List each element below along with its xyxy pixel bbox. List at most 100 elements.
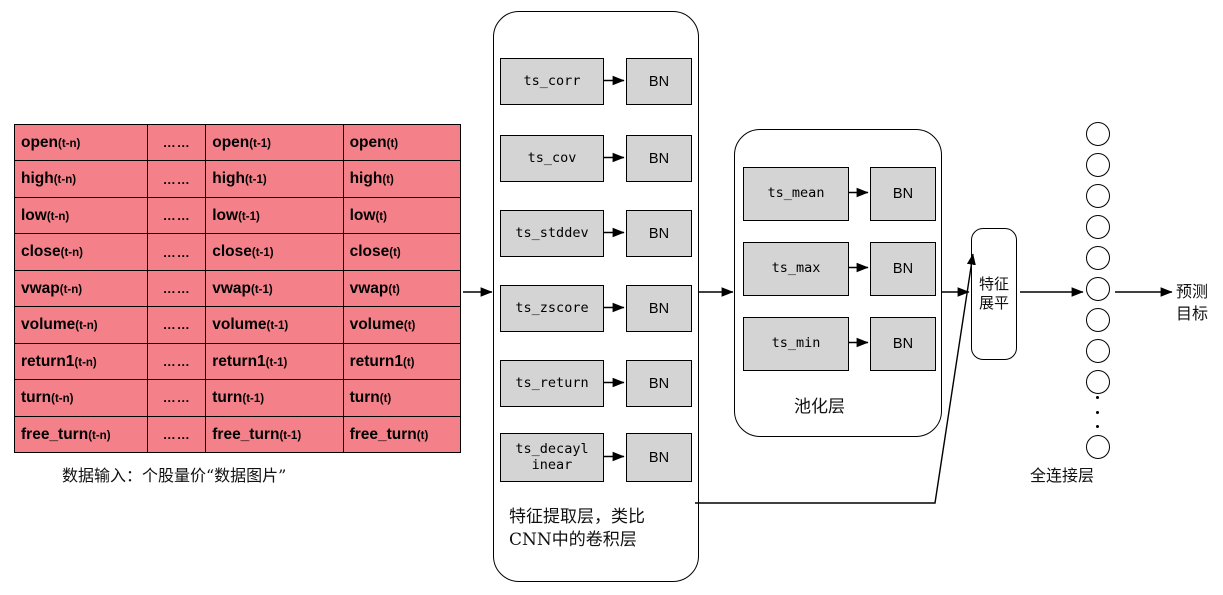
bn-box-ts-min[interactable]: BN [870, 317, 936, 371]
time-index-suffix: (t-1) [279, 429, 302, 442]
cell-current-high: high(t) [342, 160, 462, 198]
cell-ellipsis: …… [147, 342, 207, 381]
op-box-ts-stddev[interactable]: ts_stddev [500, 210, 604, 257]
time-index-suffix: (t-n) [60, 247, 83, 260]
cell-oldest-vwap: vwap(t-n) [13, 269, 149, 308]
op-box-ts-corr[interactable]: ts_corr [500, 58, 604, 105]
time-index-suffix: (t-n) [74, 356, 97, 369]
time-index-suffix: (t) [379, 393, 392, 406]
cell-oldest-return1: return1(t-n) [13, 342, 149, 381]
cell-prev-high: high(t-1) [205, 160, 344, 198]
time-index-suffix: (t) [403, 320, 416, 333]
time-index-suffix: (t) [403, 356, 415, 369]
data-input-caption: 数据输入：个股量价“数据图片” [62, 466, 287, 485]
bn-box-ts-corr[interactable]: BN [626, 58, 692, 105]
fc-neuron [1086, 277, 1110, 301]
bn-box-ts-mean[interactable]: BN [870, 167, 936, 221]
feature-layer-caption: 特征提取层，类比 CNN中的卷积层 [509, 506, 645, 552]
fc-neuron [1086, 153, 1110, 177]
cell-prev-free_turn: free_turn(t-1) [205, 415, 344, 453]
cell-ellipsis: …… [147, 415, 207, 453]
cell-ellipsis: …… [147, 379, 207, 417]
bn-box-ts-cov[interactable]: BN [626, 135, 692, 182]
op-box-ts-mean[interactable]: ts_mean [743, 167, 849, 221]
op-box-ts-cov[interactable]: ts_cov [500, 135, 604, 182]
time-index-suffix: (t) [416, 429, 429, 442]
time-index-suffix: (t-1) [251, 283, 273, 296]
cell-current-turn: turn(t) [342, 379, 462, 417]
bn-box-ts-return[interactable]: BN [626, 360, 692, 407]
fc-vertical-ellipsis-icon [1086, 396, 1108, 428]
bn-box-ts-zscore[interactable]: BN [626, 285, 692, 332]
cell-current-volume: volume(t) [342, 306, 462, 344]
fc-layer-caption: 全连接层 [1030, 466, 1095, 485]
data-input-table: open(t-n)……open(t-1)open(t)high(t-n)……hi… [13, 123, 462, 453]
time-index-suffix: (t-1) [249, 137, 271, 150]
flatten-label-line2: 展平 [978, 294, 1009, 312]
time-index-suffix: (t-n) [59, 283, 83, 296]
cell-oldest-low: low(t-n) [13, 196, 149, 235]
table-row: high(t-n)……high(t-1)high(t) [13, 160, 462, 198]
prediction-target-line1: 预测 [1176, 282, 1209, 301]
fc-neuron [1086, 339, 1110, 363]
prediction-target-label: 预测 目标 [1176, 281, 1208, 324]
op-box-ts-min[interactable]: ts_min [743, 317, 849, 371]
cell-ellipsis: …… [147, 123, 207, 162]
time-index-suffix: (t) [382, 174, 394, 187]
time-index-suffix: (t-n) [51, 393, 74, 406]
op-box-ts-max[interactable]: ts_max [743, 242, 849, 296]
flatten-box[interactable]: 特征 展平 [971, 228, 1017, 360]
table-row: volume(t-n)……volume(t-1)volume(t) [13, 306, 462, 344]
cell-current-close: close(t) [342, 233, 462, 271]
time-index-suffix: (t) [386, 137, 399, 150]
cell-prev-close: close(t-1) [205, 233, 344, 271]
op-box-ts-return[interactable]: ts_return [500, 360, 604, 407]
bn-box-ts-max[interactable]: BN [870, 242, 936, 296]
cell-prev-low: low(t-1) [205, 196, 344, 235]
cell-oldest-open: open(t-n) [13, 123, 149, 162]
cell-current-free_turn: free_turn(t) [342, 415, 462, 453]
time-index-suffix: (t-n) [58, 137, 81, 150]
bn-box-ts-stddev[interactable]: BN [626, 210, 692, 257]
table-row: turn(t-n)……turn(t-1)turn(t) [13, 379, 462, 417]
cell-prev-open: open(t-1) [205, 123, 344, 162]
time-index-suffix: (t-1) [251, 247, 274, 260]
cell-current-return1: return1(t) [342, 342, 462, 381]
time-index-suffix: (t-n) [88, 429, 111, 442]
feature-layer-caption-line2: CNN中的卷积层 [509, 529, 637, 550]
cell-oldest-close: close(t-n) [13, 233, 149, 271]
table-row: close(t-n)……close(t-1)close(t) [13, 233, 462, 271]
cell-oldest-high: high(t-n) [13, 160, 149, 198]
time-index-suffix: (t-1) [265, 356, 288, 369]
table-row: return1(t-n)……return1(t-1)return1(t) [13, 342, 462, 381]
fc-neuron [1086, 308, 1110, 332]
time-index-suffix: (t-n) [46, 210, 70, 223]
time-index-suffix: (t-1) [266, 320, 289, 333]
fc-neuron [1086, 246, 1110, 270]
table-row: vwap(t-n)……vwap(t-1)vwap(t) [13, 269, 462, 308]
table-row: open(t-n)……open(t-1)open(t) [13, 123, 462, 162]
cell-ellipsis: …… [147, 160, 207, 198]
time-index-suffix: (t-n) [53, 174, 77, 187]
fc-neuron [1086, 370, 1110, 394]
flatten-label-line1: 特征 [978, 275, 1009, 294]
table-row: low(t-n)……low(t-1)low(t) [13, 196, 462, 235]
cell-ellipsis: …… [147, 233, 207, 271]
op-box-ts-zscore[interactable]: ts_zscore [500, 285, 604, 332]
feature-layer-caption-line1: 特征提取层，类比 [509, 507, 645, 527]
op-box-ts-decaylinear[interactable]: ts_decayl inear [500, 433, 604, 482]
time-index-suffix: (t) [389, 247, 401, 260]
bn-box-ts-decaylinear[interactable]: BN [626, 433, 692, 482]
table-row: free_turn(t-n)……free_turn(t-1)free_turn(… [13, 415, 462, 453]
cell-oldest-volume: volume(t-n) [13, 306, 149, 344]
cell-prev-return1: return1(t-1) [205, 342, 344, 381]
cell-oldest-turn: turn(t-n) [13, 379, 149, 417]
cell-current-vwap: vwap(t) [342, 269, 462, 308]
cell-oldest-free_turn: free_turn(t-n) [13, 415, 149, 453]
fc-neuron-tail [1086, 435, 1110, 459]
cell-ellipsis: …… [147, 196, 207, 235]
cell-ellipsis: …… [147, 306, 207, 344]
cell-prev-vwap: vwap(t-1) [205, 269, 344, 308]
time-index-suffix: (t-1) [238, 210, 260, 223]
